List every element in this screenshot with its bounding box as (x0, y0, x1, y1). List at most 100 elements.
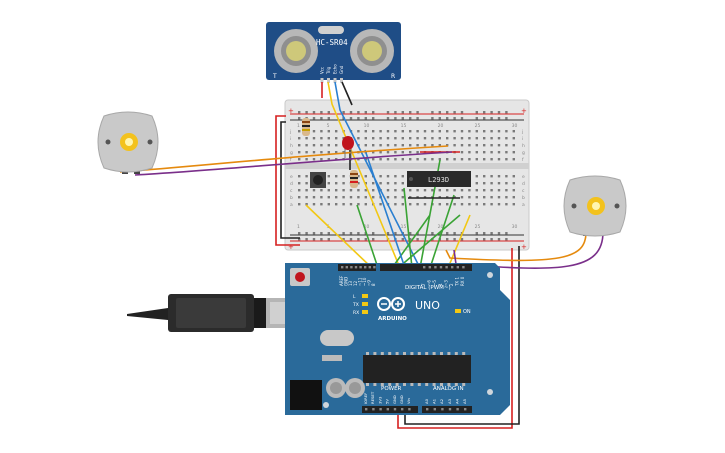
wire-motor-right-orange (445, 231, 587, 262)
row-letter: j (289, 129, 291, 135)
rail-plus-label-bottom-right: + (521, 243, 527, 251)
power-jack-icon[interactable] (290, 380, 322, 410)
board-brand: ARDUINO (378, 316, 407, 322)
power-pin[interactable] (379, 408, 382, 411)
dc-motor-left-icon[interactable] (97, 111, 159, 174)
header-pin[interactable] (373, 266, 376, 269)
header-pin[interactable] (364, 266, 367, 269)
header-pin[interactable] (451, 266, 454, 269)
row-letter: a (522, 203, 525, 208)
column-number: 20 (438, 123, 444, 129)
digital-header-label: DIGITAL (PWM~) (405, 285, 451, 291)
analog-pin[interactable] (448, 408, 452, 411)
header-pin[interactable] (368, 266, 371, 269)
digital-pin-label: 2 (449, 283, 454, 286)
arduino-logo-icon (377, 297, 405, 311)
wire-motor-left-orange (119, 145, 449, 173)
row-letter: g (290, 151, 293, 156)
column-number: 25 (475, 123, 481, 129)
push-button-icon[interactable] (310, 172, 326, 188)
header-pin[interactable] (462, 266, 465, 269)
header-pin[interactable] (359, 266, 362, 269)
wire-yellow-a (305, 204, 373, 269)
driver-ic-label: L293D (428, 176, 449, 184)
header-pin[interactable] (428, 266, 431, 269)
board-led (362, 310, 368, 314)
sensor-pin[interactable] (333, 78, 337, 83)
sensor-r-mark: R (391, 73, 395, 80)
row-letter: c (290, 189, 293, 194)
motor-driver-chip[interactable]: L293D (407, 171, 471, 187)
sensor-t-mark: T (272, 73, 277, 80)
digital-pin-label: ~3 (443, 280, 448, 286)
dc-motor-right-icon[interactable] (563, 175, 627, 237)
power-pin[interactable] (372, 408, 375, 411)
digital-pin-label: 12 (353, 280, 358, 286)
column-number: 15 (401, 123, 407, 129)
sensor-model-label: HC-SR04 (316, 38, 348, 47)
power-pin-label: Vin (406, 397, 411, 404)
led-icon[interactable] (342, 136, 354, 158)
header-pin[interactable] (434, 266, 437, 269)
power-pin-label: GND (392, 395, 397, 404)
analog-pin[interactable] (441, 408, 444, 411)
power-pin[interactable] (408, 408, 411, 411)
sensor-pin[interactable] (327, 78, 330, 83)
header-pin[interactable] (456, 266, 459, 269)
header-pin[interactable] (423, 266, 426, 269)
chip-legs (366, 352, 466, 386)
crystal-icon (320, 330, 354, 346)
digital-pin-label: AREF (339, 275, 344, 286)
wire-sensor-gnd (341, 81, 353, 106)
row-letter: b (290, 195, 293, 201)
power-pin[interactable] (365, 408, 368, 411)
analog-pin-label: A4 (454, 398, 459, 404)
header-pin[interactable] (445, 266, 448, 269)
row-letter: a (290, 203, 293, 208)
microcontroller-chip (363, 355, 471, 383)
power-pin[interactable] (393, 408, 397, 411)
power-pin[interactable] (401, 408, 404, 411)
sensor-pin[interactable] (340, 78, 343, 83)
analog-pin[interactable] (426, 408, 429, 411)
digital-pin-label: ~11 (357, 277, 362, 286)
row-letter: f (522, 157, 524, 163)
rail-plus-label-top: + (288, 107, 294, 115)
wire-rail-minus (280, 121, 300, 239)
analog-pin-label: A1 (432, 398, 437, 404)
analog-pin[interactable] (433, 408, 436, 411)
sensor-pin-label: Trig (326, 66, 331, 75)
on-label: ON (463, 309, 471, 315)
resistor-icon[interactable] (302, 118, 310, 136)
digital-pin-label: 13 (348, 280, 353, 286)
column-number: 5 (327, 123, 330, 129)
resistor-icon-2[interactable] (350, 170, 358, 188)
digital-pin-label: RX 0 (460, 276, 465, 286)
analog-pin-label: A2 (439, 398, 444, 404)
digital-pin-label: ~10 (362, 277, 367, 286)
row-letter: g (522, 151, 525, 156)
power-analog-pin-header[interactable] (365, 408, 467, 411)
board-led-label: RX (353, 310, 359, 316)
row-letter: i (522, 136, 523, 142)
header-pin[interactable] (439, 266, 443, 269)
power-pin[interactable] (386, 408, 389, 411)
analog-pin-label: A3 (447, 398, 452, 404)
sensor-pin-label: Vcc (320, 67, 325, 74)
column-number: 30 (512, 123, 518, 129)
header-pin[interactable] (345, 266, 348, 269)
wire-sensor-trig (327, 81, 401, 269)
digital-pin-header[interactable] (341, 266, 465, 269)
column-number: 20 (438, 224, 444, 230)
board-led-label: TX (352, 302, 359, 308)
header-pin[interactable] (341, 266, 344, 269)
analog-pin[interactable] (464, 408, 467, 411)
analog-pin[interactable] (456, 408, 459, 411)
column-number: 25 (475, 224, 481, 230)
header-pin[interactable] (354, 266, 358, 269)
sensor-pin[interactable] (320, 78, 324, 83)
header-pin[interactable] (350, 266, 353, 269)
